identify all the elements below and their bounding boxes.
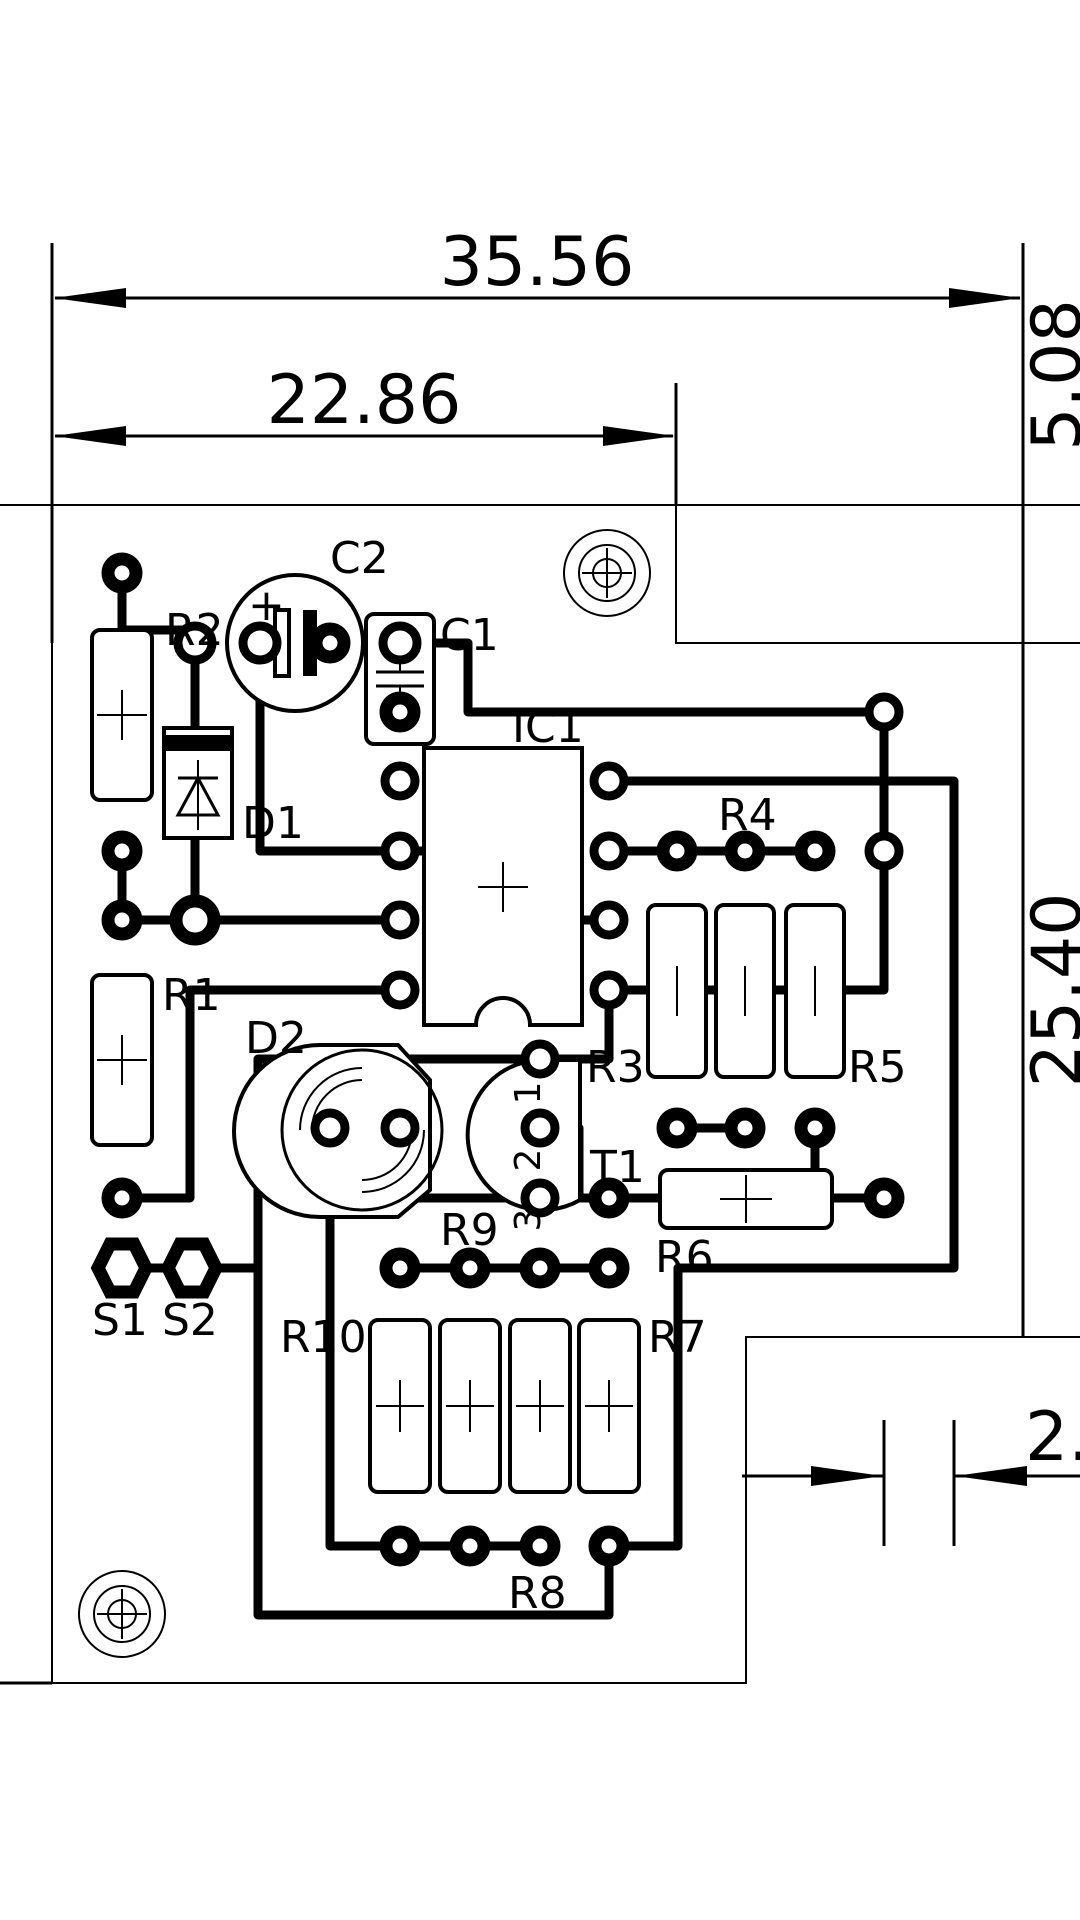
- resistor-array-top: [646, 903, 846, 1079]
- pads: [90, 552, 905, 1567]
- t1-pin-2-label: 2: [508, 1149, 549, 1172]
- resistor-r2-body: [90, 628, 154, 802]
- label-r6: R6: [655, 1232, 714, 1283]
- label-r10: R10: [280, 1312, 367, 1363]
- label-d1: D1: [242, 798, 304, 849]
- label-r2: R2: [165, 605, 224, 656]
- label-r5: R5: [848, 1042, 907, 1093]
- mounting-hole-top: [563, 529, 651, 617]
- resistor-r1-body: [90, 973, 154, 1147]
- label-c2: C2: [330, 533, 389, 584]
- ic1-package: [422, 746, 584, 1027]
- dimension-label-bottom-gap: 2.: [1025, 1398, 1080, 1477]
- label-r7: R7: [648, 1312, 707, 1363]
- dimension-bottom-gap: 2.: [742, 1398, 1080, 1546]
- dimension-right-side: 25.40: [1018, 893, 1080, 1088]
- label-ic1: IC1: [512, 702, 584, 753]
- label-d2: D2: [245, 1013, 307, 1064]
- dimension-label-right-side: 25.40: [1018, 893, 1080, 1088]
- t1-pin-1-label: 1: [508, 1082, 549, 1105]
- label-r1: R1: [162, 970, 221, 1021]
- resistor-r6-body: [658, 1168, 834, 1230]
- label-s2: S2: [162, 1295, 218, 1346]
- mounting-hole-bottom: [78, 1570, 166, 1658]
- dimension-label-overall: 35.56: [440, 223, 635, 302]
- label-s1: S1: [92, 1295, 148, 1346]
- capacitor-c2: +: [225, 573, 365, 713]
- dimension-overall-width: 35.56: [50, 223, 1025, 643]
- label-r9: R9: [440, 1205, 499, 1256]
- resistor-array-bottom: [368, 1318, 641, 1494]
- dimension-label-inner: 22.86: [267, 361, 462, 440]
- label-t1: T1: [589, 1142, 645, 1193]
- label-c1: C1: [440, 610, 499, 661]
- dimension-right-top: 5.08: [1018, 299, 1080, 450]
- board-outline: [0, 504, 1080, 1685]
- dimension-label-right-top: 5.08: [1018, 299, 1080, 450]
- label-r8: R8: [508, 1568, 567, 1619]
- component-labels: C2 C1 R2 D1 IC1 R4 R1 D2 R3 R5 T1 R9 R6 …: [92, 533, 907, 1619]
- label-r4: R4: [718, 790, 777, 841]
- diode-d1: [162, 726, 234, 840]
- label-r3: R3: [586, 1042, 645, 1093]
- dimension-inner-width: 22.86: [54, 361, 678, 505]
